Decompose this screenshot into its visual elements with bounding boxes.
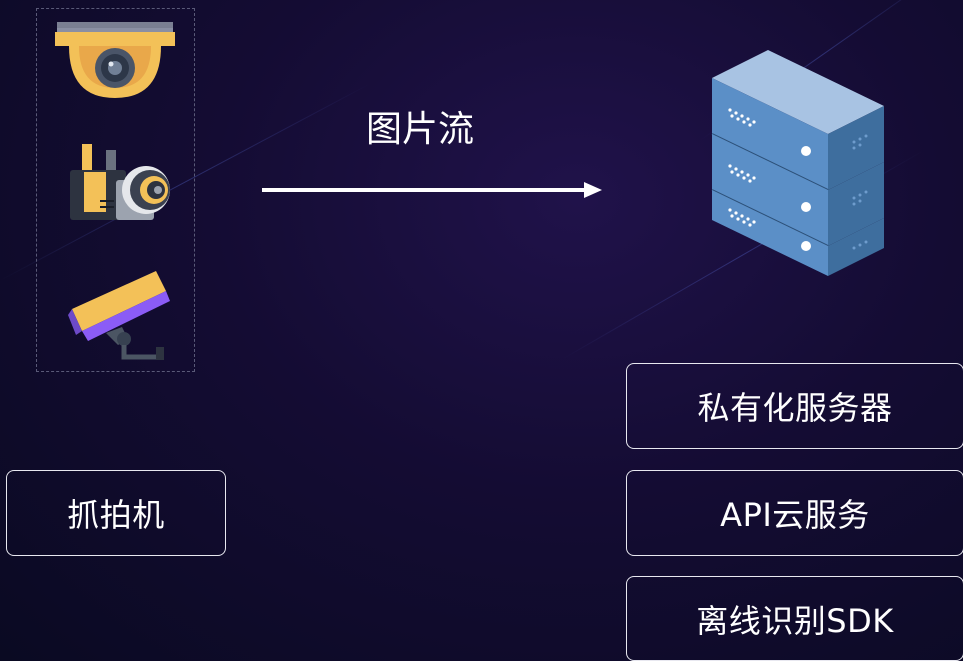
dome-camera-icon xyxy=(55,22,175,98)
server-rack-icon xyxy=(711,50,884,276)
target-label-private-server: 私有化服务器 xyxy=(697,389,893,427)
camera-group xyxy=(36,8,195,372)
target-label-api-cloud: API云服务 xyxy=(720,496,870,534)
bullet-camera-icon xyxy=(68,271,170,360)
flow-label: 图片流 xyxy=(366,109,475,150)
arrow-right-icon xyxy=(262,182,602,198)
target-box-offline-sdk: 离线识别SDK xyxy=(626,576,963,661)
source-label: 抓拍机 xyxy=(67,496,165,534)
industrial-camera-icon xyxy=(70,144,170,220)
target-label-offline-sdk: 离线识别SDK xyxy=(696,601,894,640)
source-label-box: 抓拍机 xyxy=(6,470,226,556)
target-box-private-server: 私有化服务器 xyxy=(626,363,963,449)
target-box-api-cloud: API云服务 xyxy=(626,470,963,556)
